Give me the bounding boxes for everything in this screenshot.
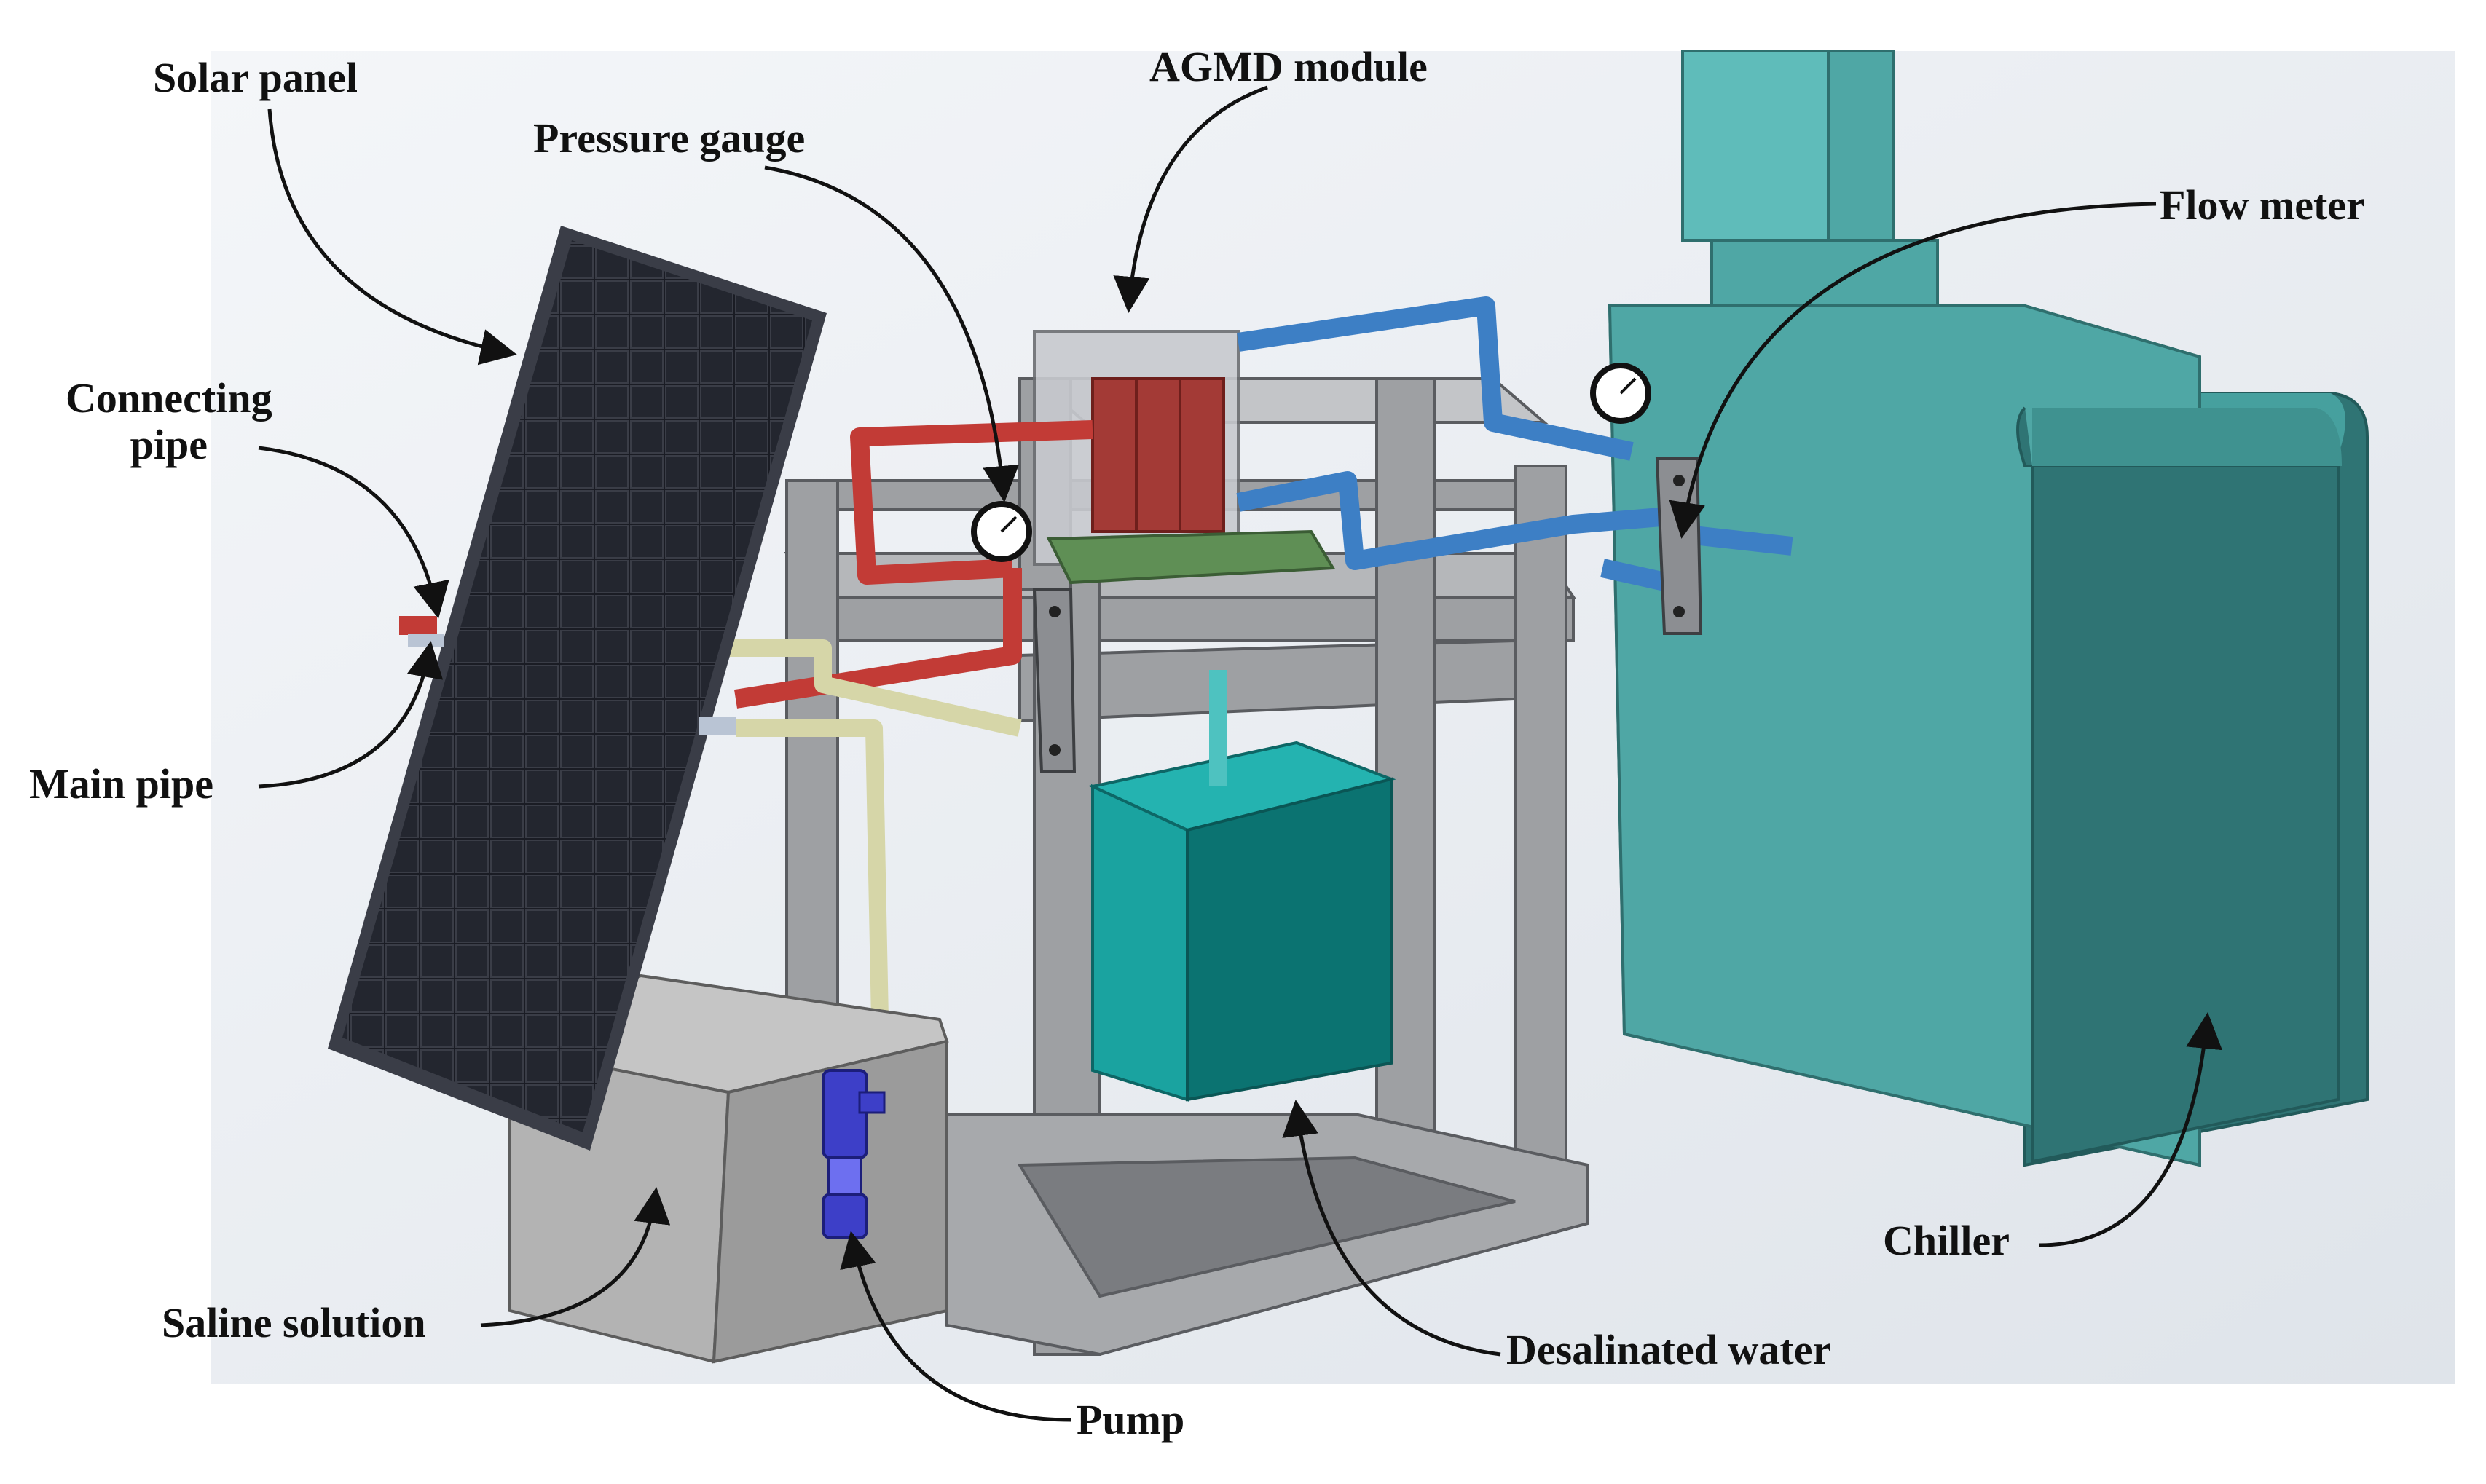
label-chiller: Chiller [1883, 1217, 2010, 1264]
arrow-flow-meter [1669, 202, 2157, 539]
label-main-pipe: Main pipe [29, 760, 213, 808]
agmd-module [1033, 330, 1336, 585]
arrow-desalinated-water [1282, 1100, 1501, 1357]
arrow-pump [840, 1231, 1071, 1422]
arrow-solar-panel [267, 108, 517, 366]
label-connecting-pipe-line2: pipe [130, 420, 208, 468]
label-connecting-pipe-line1: Connecting [66, 374, 272, 422]
label-flow-meter: Flow meter [2160, 181, 2365, 229]
connecting-pipe [399, 616, 436, 635]
callout-arrows [258, 85, 2223, 1422]
label-saline-solution: Saline solution [162, 1299, 426, 1346]
arrow-saline-solution [480, 1187, 671, 1327]
main-pipe [408, 634, 444, 647]
arrow-main-pipe [258, 641, 444, 789]
arrow-connecting-pipe [258, 446, 449, 619]
pressure-gauge-right [1590, 363, 1651, 424]
feed-pipe-stub [699, 717, 736, 735]
label-desalinated-water: Desalinated water [1506, 1326, 1832, 1373]
pump [822, 1069, 886, 1239]
support-frame [784, 377, 1589, 1357]
arrow-pressure-gauge [764, 165, 1020, 502]
chiller [1608, 50, 2369, 1167]
desalinated-water-tank [1087, 670, 1396, 1102]
label-pump: Pump [1077, 1396, 1185, 1443]
flow-meter-left [1032, 588, 1077, 773]
label-connecting-pipe: Connecting pipe [66, 375, 272, 468]
solar-panel [328, 226, 827, 1151]
label-solar-panel: Solar panel [153, 54, 358, 101]
arrow-agmd-module [1113, 85, 1268, 313]
label-agmd-module: AGMD module [1149, 43, 1428, 90]
pressure-gauge-left [971, 501, 1032, 562]
label-pressure-gauge: Pressure gauge [533, 114, 806, 162]
arrow-chiller [2039, 1012, 2223, 1247]
